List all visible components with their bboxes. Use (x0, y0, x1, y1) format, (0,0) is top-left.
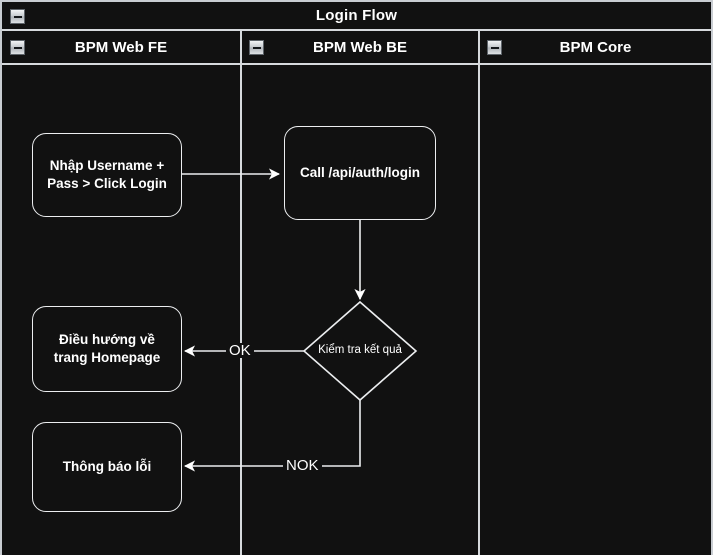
lane-collapse-icon-bpm-web-fe[interactable] (10, 40, 25, 55)
pool-title-bar: Login Flow (2, 2, 711, 31)
edge-label-nok: NOK (283, 458, 322, 473)
lane-collapse-icon-bpm-web-be[interactable] (249, 40, 264, 55)
lane-header-bpm-core: BPM Core (480, 31, 711, 65)
lane-label-bpm-web-be: BPM Web BE (313, 38, 407, 56)
lane-collapse-icon-bpm-core[interactable] (487, 40, 502, 55)
lane-label-bpm-web-fe: BPM Web FE (74, 38, 168, 56)
task-node-call-api-auth-login[interactable]: Call /api/auth/login (284, 126, 436, 220)
task-node-nhap-username[interactable]: Nhập Username + Pass > Click Login (32, 133, 182, 217)
task-node-thong-bao-loi[interactable]: Thông báo lỗi (32, 422, 182, 512)
lane-label-bpm-core: BPM Core (559, 38, 632, 56)
lane-divider-fe-be (240, 31, 242, 555)
edge-n3-n5-nok (183, 400, 361, 472)
task-node-dieu-huong-homepage[interactable]: Điều hướng về trang Homepage (32, 306, 182, 392)
decision-label-kiem-tra-ket-qua[interactable]: Kiểm tra kết quả (318, 344, 402, 356)
lane-header-bpm-web-fe: BPM Web FE (2, 31, 240, 65)
pool-collapse-icon[interactable] (10, 9, 25, 24)
lane-divider-be-core (478, 31, 480, 555)
edge-label-ok: OK (226, 343, 254, 358)
pool-title-label: Login Flow (315, 7, 398, 24)
lane-header-bpm-web-be: BPM Web BE (242, 31, 478, 65)
